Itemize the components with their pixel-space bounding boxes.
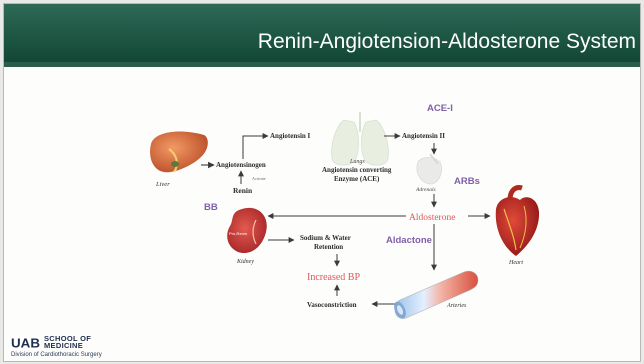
angiotensinogen-label: Angiotensinogen — [216, 161, 266, 169]
arteries-label: Arteries — [446, 303, 467, 309]
raas-diagram: Liver Angiotensinogen Activate Renin Ang… — [4, 4, 640, 361]
vasoconstriction-label: Vasoconstriction — [307, 301, 357, 309]
increased-bp-label: Increased BP — [307, 272, 360, 283]
aldosterone-label: Aldosterone — [409, 213, 455, 223]
adrenals-icon — [417, 154, 442, 184]
liver-label: Liver — [155, 181, 170, 188]
heart-label: Heart — [508, 260, 523, 266]
lungs-icon — [332, 112, 389, 165]
liver-icon — [150, 132, 208, 173]
bb-label: BB — [204, 202, 218, 213]
angiotensinogen-to-angiotensin-1-arrow — [243, 136, 268, 159]
arbs-label: ARBs — [454, 176, 480, 187]
uab-logo-icon: UAB — [11, 336, 41, 349]
angiotensin-1-label: Angiotensin I — [270, 132, 311, 140]
kidney-label: Kidney — [236, 259, 254, 265]
school-of-medicine: SCHOOL OF MEDICINE — [44, 335, 91, 349]
ace-label-line1: Angiotensin converting — [322, 166, 392, 174]
renin-label: Renin — [233, 186, 253, 195]
ace-i-label: ACE-I — [427, 103, 453, 114]
slide: Renin-Angiotension-Aldosterone System — [3, 3, 641, 362]
angiotensin-2-label: Angiotensin II — [402, 132, 445, 140]
ace-label-line2: Enzyme (ACE) — [334, 175, 380, 183]
uab-logo-text: UAB — [11, 336, 40, 349]
artery-icon — [392, 271, 478, 320]
kidney-inner-label: Pro-Renin — [229, 231, 247, 236]
aldactone-label: Aldactone — [386, 235, 432, 246]
sodium-label-line1: Sodium & Water — [300, 234, 351, 242]
sodium-label-line2: Retention — [314, 243, 343, 251]
school-line-2: MEDICINE — [44, 342, 91, 349]
lungs-label: Lungs — [349, 159, 365, 165]
division-label: Division of Cardiothoracic Surgery — [11, 352, 102, 358]
adrenals-label: Adrenals — [415, 187, 436, 193]
heart-icon — [496, 188, 539, 257]
activate-label: Activate — [252, 176, 266, 181]
